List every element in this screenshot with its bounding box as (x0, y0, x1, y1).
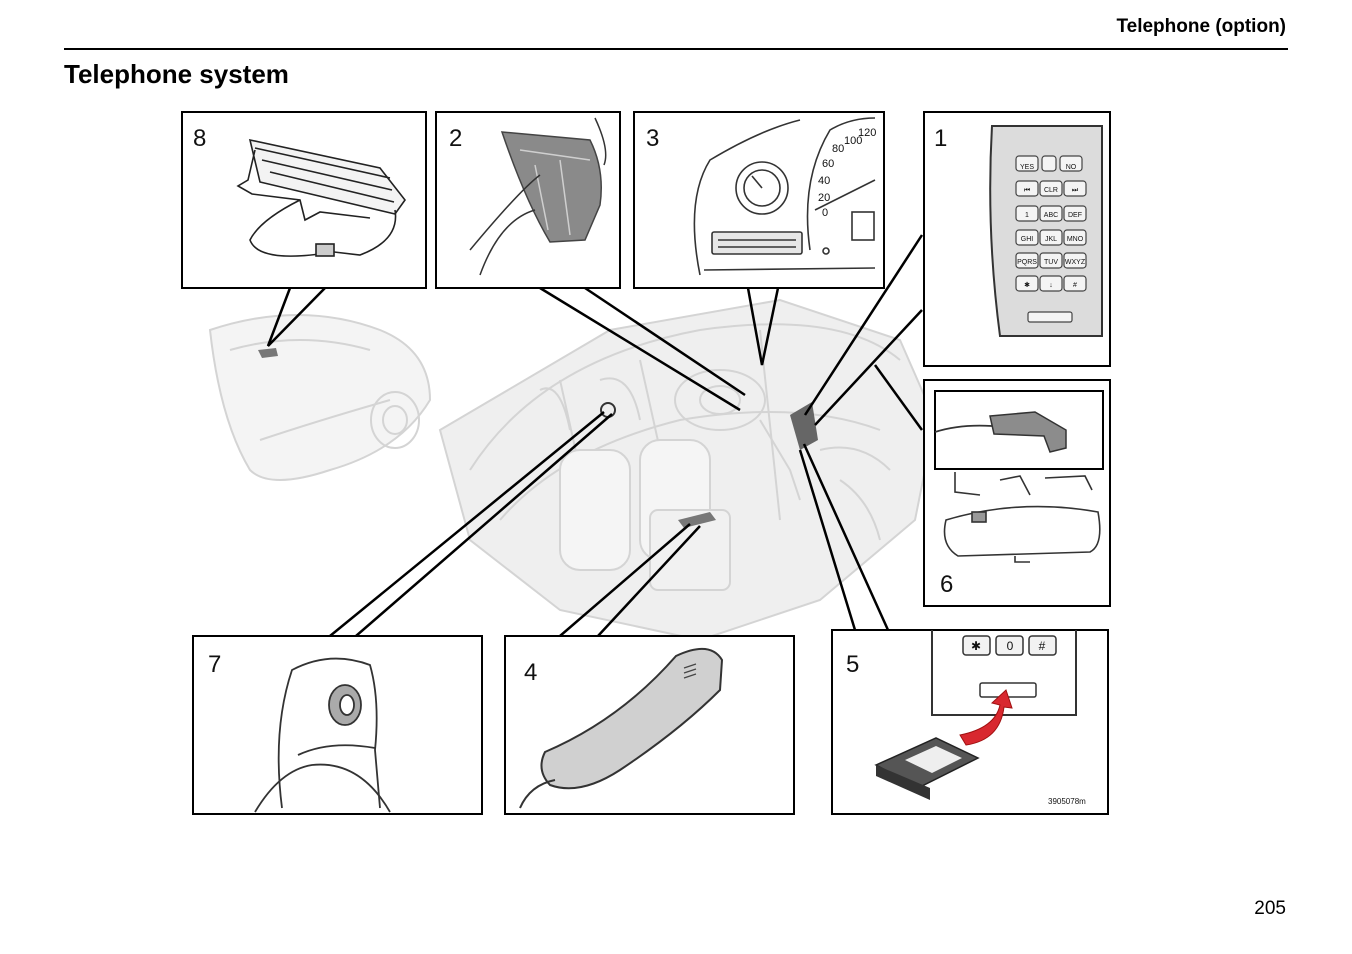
keypad-key: GHI (1021, 236, 1034, 243)
header-rule (64, 48, 1288, 50)
keypad-key: TUV (1044, 259, 1058, 266)
insert-arrow-icon (959, 689, 1013, 746)
page-number: 205 (1254, 898, 1286, 919)
gauge-number: 80 (832, 143, 844, 155)
panel-4-handset: 4 (504, 635, 795, 815)
panel-3-display: 3 120 100 80 60 40 20 0 (633, 111, 885, 289)
microphone-location (258, 348, 278, 358)
panel-5-sim-holder: 5 ✱ 0 # 3905078m (831, 629, 1109, 815)
svg-text:⏭: ⏭ (1072, 187, 1079, 194)
keypad-key: YES (1020, 164, 1034, 171)
keypad-key: PQRS (1017, 259, 1037, 266)
panel-number: 2 (449, 125, 462, 152)
handset-location (678, 512, 716, 528)
gauge-number: 60 (822, 158, 834, 170)
panel-number: 5 (846, 651, 859, 678)
keypad-key: ↓ (1049, 282, 1053, 289)
panel-number: 1 (934, 125, 947, 152)
running-header: Telephone (option) (1116, 16, 1286, 37)
panel-number: 7 (208, 651, 221, 678)
panel-number: 6 (940, 571, 953, 598)
keypad-key: 1 (1025, 212, 1029, 219)
keypad-key: ABC (1044, 212, 1058, 219)
panel-8-microphone: 8 (181, 111, 427, 289)
panel-7-headrest-speaker: 7 (192, 635, 483, 815)
panel-number: 3 (646, 125, 659, 152)
keypad-key: JKL (1045, 236, 1057, 243)
svg-text:⏮: ⏮ (1024, 187, 1030, 194)
panel-1-console-keypad: 1 YES NO ⏮ CLR ⏭ 1 ABC DEF GHI JKL MNO P… (923, 111, 1111, 367)
car-interior-illustration (208, 298, 937, 642)
panel-2-steering-keypad: 2 (435, 111, 621, 289)
keypad-key: NO (1066, 164, 1077, 171)
keypad-location (790, 402, 818, 450)
gauge-number: 20 (818, 192, 830, 204)
gauge-number: 40 (818, 175, 830, 187)
gauge-number: 0 (822, 207, 828, 219)
keypad-key: # (1073, 282, 1077, 289)
slot-key: ✱ (971, 639, 981, 653)
figure-code: 3905078m (1048, 797, 1086, 806)
callout-lines (266, 234, 924, 637)
keypad-key: DEF (1068, 212, 1082, 219)
gauge-number: 120 (858, 127, 876, 139)
keypad-key: WXYZ (1065, 259, 1086, 266)
slot-key: # (1039, 639, 1046, 653)
slot-key: 0 (1007, 639, 1014, 653)
panel-number: 8 (193, 125, 206, 152)
gauge-number: 100 (844, 135, 862, 147)
page-title: Telephone system (64, 59, 289, 89)
panel-6-mirror-microphone: 6 (923, 379, 1111, 607)
keypad-key: ✱ (1024, 281, 1030, 289)
keypad-key: CLR (1044, 187, 1058, 194)
keypad-key: MNO (1067, 236, 1084, 243)
panel-number: 4 (524, 659, 537, 686)
